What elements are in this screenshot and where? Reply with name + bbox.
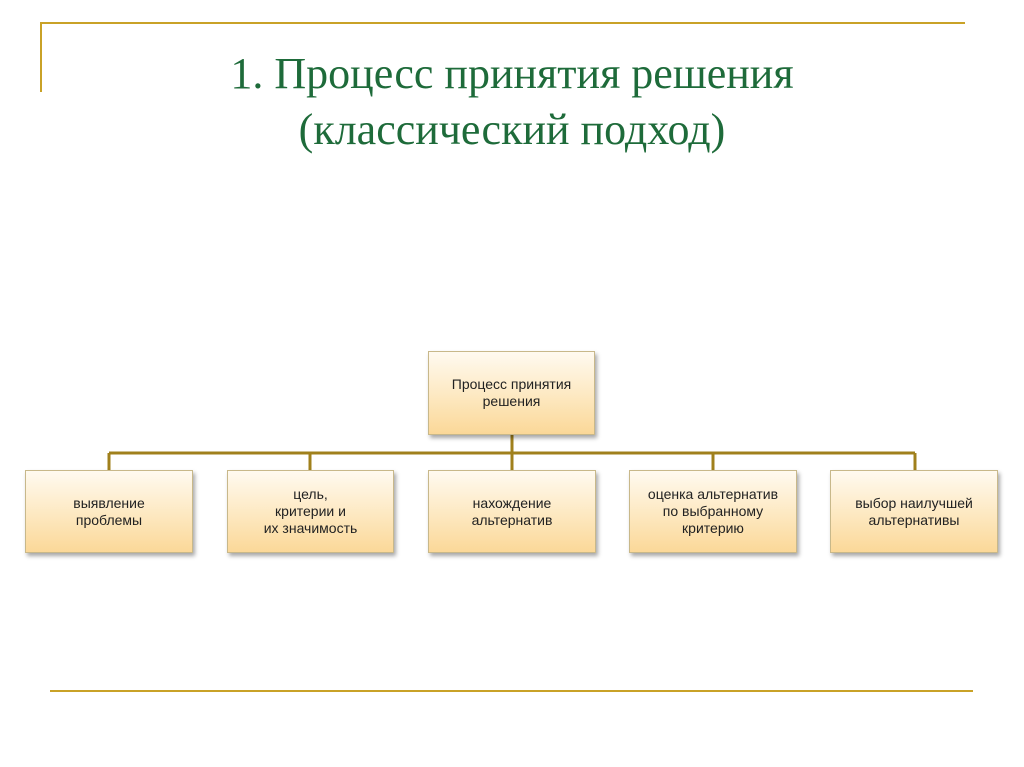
child-node-best-choice: выбор наилучшей альтернативы — [830, 470, 998, 553]
left-rule — [40, 22, 42, 92]
child-node-goal-criteria: цель, критерии и их значимость — [227, 470, 394, 553]
root-node: Процесс принятия решения — [428, 351, 595, 435]
top-rule — [40, 22, 965, 24]
child-node-alternatives: нахождение альтернатив — [428, 470, 596, 553]
title-line-1: 1. Процесс принятия решения — [230, 49, 794, 98]
child-node-evaluation: оценка альтернатив по выбранному критери… — [629, 470, 797, 553]
bottom-rule — [50, 690, 973, 692]
title-line-2: (классический подход) — [298, 105, 726, 154]
slide-title: 1. Процесс принятия решения (классически… — [0, 46, 1024, 158]
child-node-problem: выявление проблемы — [25, 470, 193, 553]
